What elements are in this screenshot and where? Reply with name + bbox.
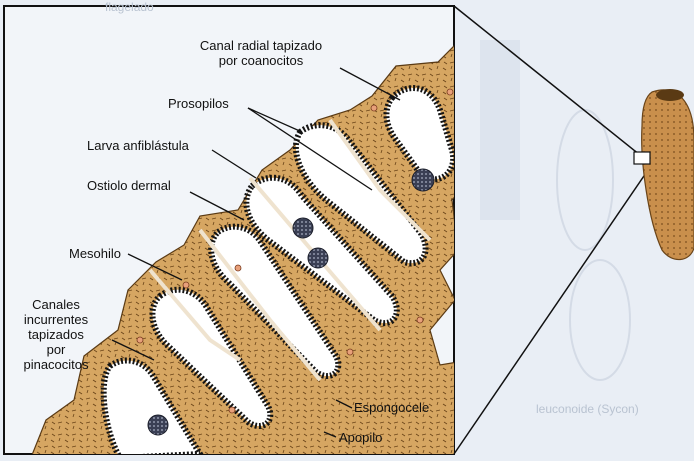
amphiblastula-larva bbox=[293, 218, 313, 238]
label-larva-anfiblastula: Larva anfiblástula bbox=[87, 138, 189, 153]
background-text: leuconoide (Sycon) bbox=[536, 402, 639, 416]
label-mesohilo: Mesohilo bbox=[69, 246, 121, 261]
label-canales-incurrentes: Canales incurrentes tapizados por pinaco… bbox=[14, 297, 98, 372]
amphiblastula-larva bbox=[308, 248, 328, 268]
label-apopilo: Apopilo bbox=[339, 430, 382, 445]
label-espongocele: Espongocele bbox=[354, 400, 429, 415]
label-ostiolo-dermal: Ostiolo dermal bbox=[87, 178, 171, 193]
amphiblastula-larva bbox=[412, 169, 434, 191]
background-text: flagelado bbox=[105, 0, 154, 14]
whole-sponge-body bbox=[634, 89, 694, 260]
amphiblastula-larva bbox=[148, 415, 168, 435]
label-canal-radial: Canal radial tapizado por coanocitos bbox=[176, 38, 346, 68]
label-prosopilos: Prosopilos bbox=[168, 96, 229, 111]
